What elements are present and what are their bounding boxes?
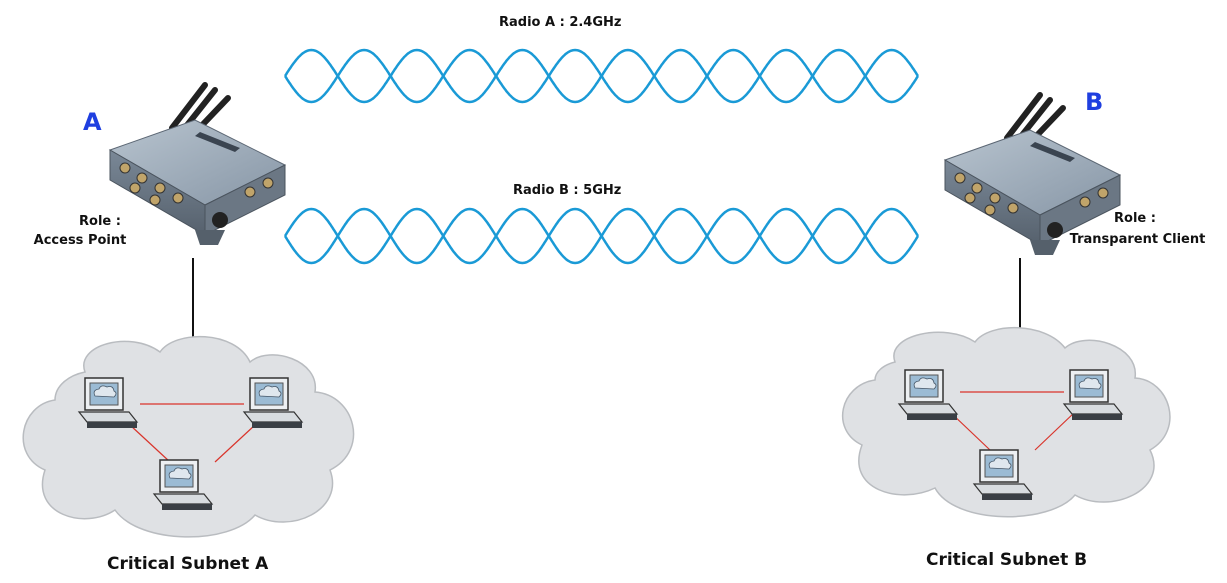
subnet-a-links xyxy=(129,403,256,463)
node-b-role-value: Transparent Client xyxy=(1069,232,1206,247)
device-b xyxy=(945,95,1120,255)
node-b-letter: B xyxy=(1085,88,1104,116)
node-a-role-value: Access Point xyxy=(33,233,127,248)
radio-b-wave xyxy=(283,207,920,265)
node-a-letter: A xyxy=(83,108,102,136)
radio-b-label: Radio B : 5GHz xyxy=(513,183,622,198)
subnet-b-label: Critical Subnet B xyxy=(926,550,1088,570)
subnet-a-label: Critical Subnet A xyxy=(107,554,269,574)
node-a-role-title: Role : xyxy=(79,214,121,229)
node-b-role-title: Role : xyxy=(1114,211,1156,226)
radio-a-label: Radio A : 2.4GHz xyxy=(499,15,622,30)
radio-a-wave xyxy=(283,48,920,104)
